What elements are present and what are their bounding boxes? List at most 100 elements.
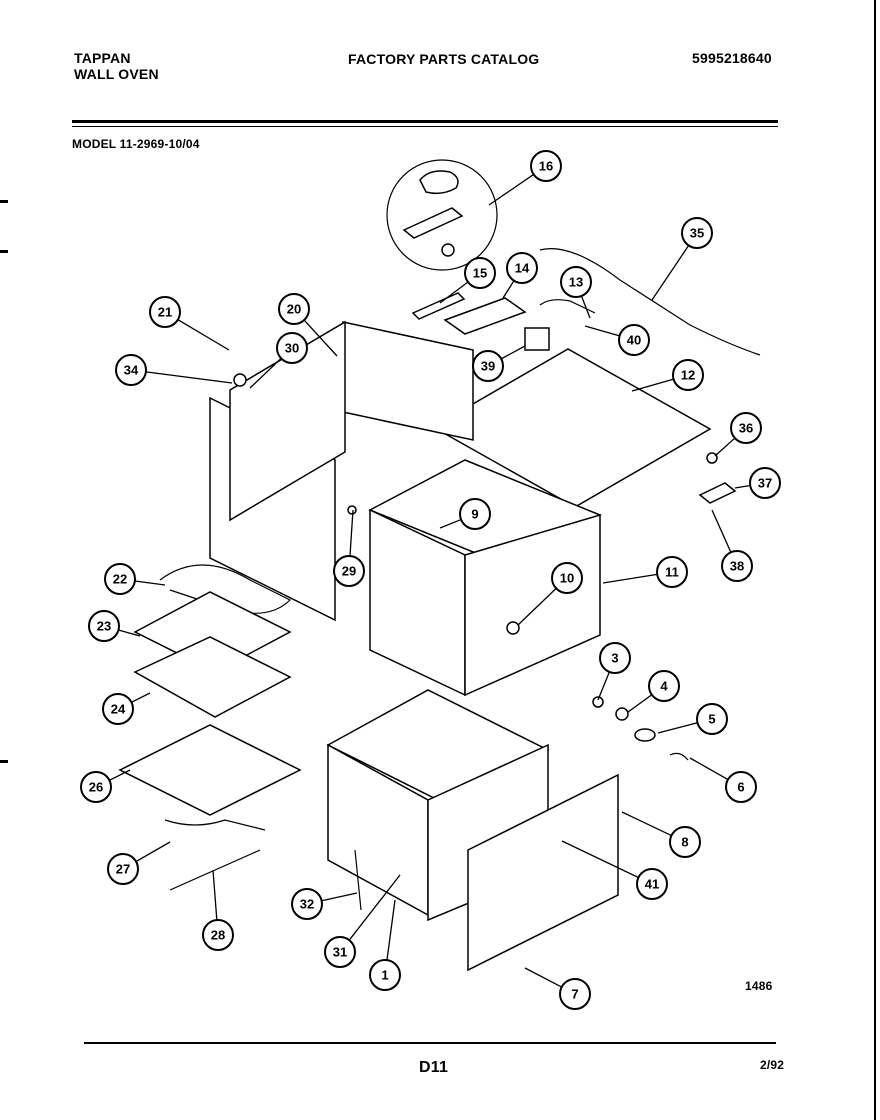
callout-circle [559, 978, 591, 1010]
scan-edge-mark [0, 250, 8, 253]
callout-leader-13 [580, 295, 591, 319]
callout-31: 31 [324, 936, 356, 968]
inset-clip-part [419, 170, 459, 195]
callout-circle [506, 252, 538, 284]
callout-number: 16 [539, 159, 553, 174]
callout-circle [551, 562, 583, 594]
callout-leader-11 [602, 573, 658, 584]
callout-22: 22 [104, 563, 136, 595]
callout-circle [648, 670, 680, 702]
callout-30: 30 [276, 332, 308, 364]
callout-5: 5 [696, 703, 728, 735]
header-rule-thick [72, 120, 778, 123]
callout-circle [599, 642, 631, 674]
callout-leader-15 [439, 281, 469, 304]
callout-9: 9 [459, 498, 491, 530]
callout-leader-12 [631, 378, 674, 392]
callout-15: 15 [464, 257, 496, 289]
callout-circle [88, 610, 120, 642]
callout-circle [669, 826, 701, 858]
product-name: WALL OVEN [74, 66, 159, 82]
callout-10: 10 [551, 562, 583, 594]
callout-number: 22 [113, 572, 127, 587]
callout-circle [104, 563, 136, 595]
bake-element-part [164, 819, 266, 831]
callout-12: 12 [672, 359, 704, 391]
callout-circle [749, 467, 781, 499]
callout-leader-37 [734, 484, 751, 489]
callout-circle [459, 498, 491, 530]
header-rule-thin [72, 126, 778, 127]
callout-4: 4 [648, 670, 680, 702]
callout-number: 39 [481, 359, 495, 374]
callout-circle [102, 693, 134, 725]
callout-leader-3 [597, 671, 610, 701]
callout-1: 1 [369, 959, 401, 991]
callout-number: 20 [287, 302, 301, 317]
knob-4-part [615, 707, 629, 721]
wire-harness-part [539, 248, 761, 356]
scan-edge-mark [0, 200, 8, 203]
callout-leader-35 [651, 245, 690, 301]
catalog-title: FACTORY PARTS CATALOG [348, 51, 540, 67]
callout-leader-32 [321, 892, 358, 902]
bezel-5-part [634, 728, 656, 742]
callout-number: 41 [645, 877, 659, 892]
callout-leader-9 [439, 518, 462, 529]
callout-leader-1 [386, 899, 396, 961]
callout-36: 36 [730, 412, 762, 444]
element-bracket-part [169, 849, 261, 891]
callout-circle [530, 150, 562, 182]
callout-circle [560, 266, 592, 298]
callout-number: 9 [471, 507, 478, 522]
callout-number: 29 [342, 564, 356, 579]
callout-number: 30 [285, 341, 299, 356]
callout-leader-41 [561, 840, 639, 879]
callout-circle [202, 919, 234, 951]
callout-16: 16 [530, 150, 562, 182]
scan-right-edge [874, 0, 876, 1120]
callout-circle [324, 936, 356, 968]
callout-number: 36 [739, 421, 753, 436]
callout-number: 32 [300, 897, 314, 912]
sheet-number: D11 [419, 1059, 449, 1076]
callout-leader-30 [249, 357, 282, 389]
callout-leader-31 [348, 874, 401, 941]
callout-leader-27 [135, 841, 171, 863]
brand-block: TAPPAN WALL OVEN [74, 50, 159, 82]
callout-leader-26 [109, 769, 131, 781]
callout-circle [464, 257, 496, 289]
spring-6-part [669, 752, 689, 761]
callout-number: 7 [571, 987, 578, 1002]
inset-bracket-part [402, 207, 464, 239]
inset-detail-circle [386, 159, 498, 271]
callout-41: 41 [636, 868, 668, 900]
callout-number: 34 [124, 363, 139, 378]
callout-circle [721, 550, 753, 582]
callout-number: 15 [473, 266, 487, 281]
callout-circle [472, 350, 504, 382]
callout-leader-8 [621, 811, 672, 837]
callout-number: 4 [660, 679, 668, 694]
callout-number: 14 [515, 261, 530, 276]
callout-37: 37 [749, 467, 781, 499]
callout-number: 6 [737, 780, 744, 795]
callout-number: 12 [681, 368, 695, 383]
callout-leader-5 [657, 722, 698, 734]
callout-circle [696, 703, 728, 735]
callout-number: 13 [569, 275, 583, 290]
callout-leader-lines [109, 173, 751, 988]
callout-number: 38 [730, 559, 744, 574]
callout-leader-6 [689, 757, 729, 781]
oven-rack-part [118, 724, 302, 816]
callout-circle [291, 888, 323, 920]
clip-34-part [233, 373, 247, 387]
callout-28: 28 [202, 919, 234, 951]
model-number: MODEL 11-2969-10/04 [72, 137, 200, 151]
callout-7: 7 [559, 978, 591, 1010]
callout-circle [149, 296, 181, 328]
callout-34: 34 [115, 354, 147, 386]
callout-number: 31 [333, 945, 347, 960]
